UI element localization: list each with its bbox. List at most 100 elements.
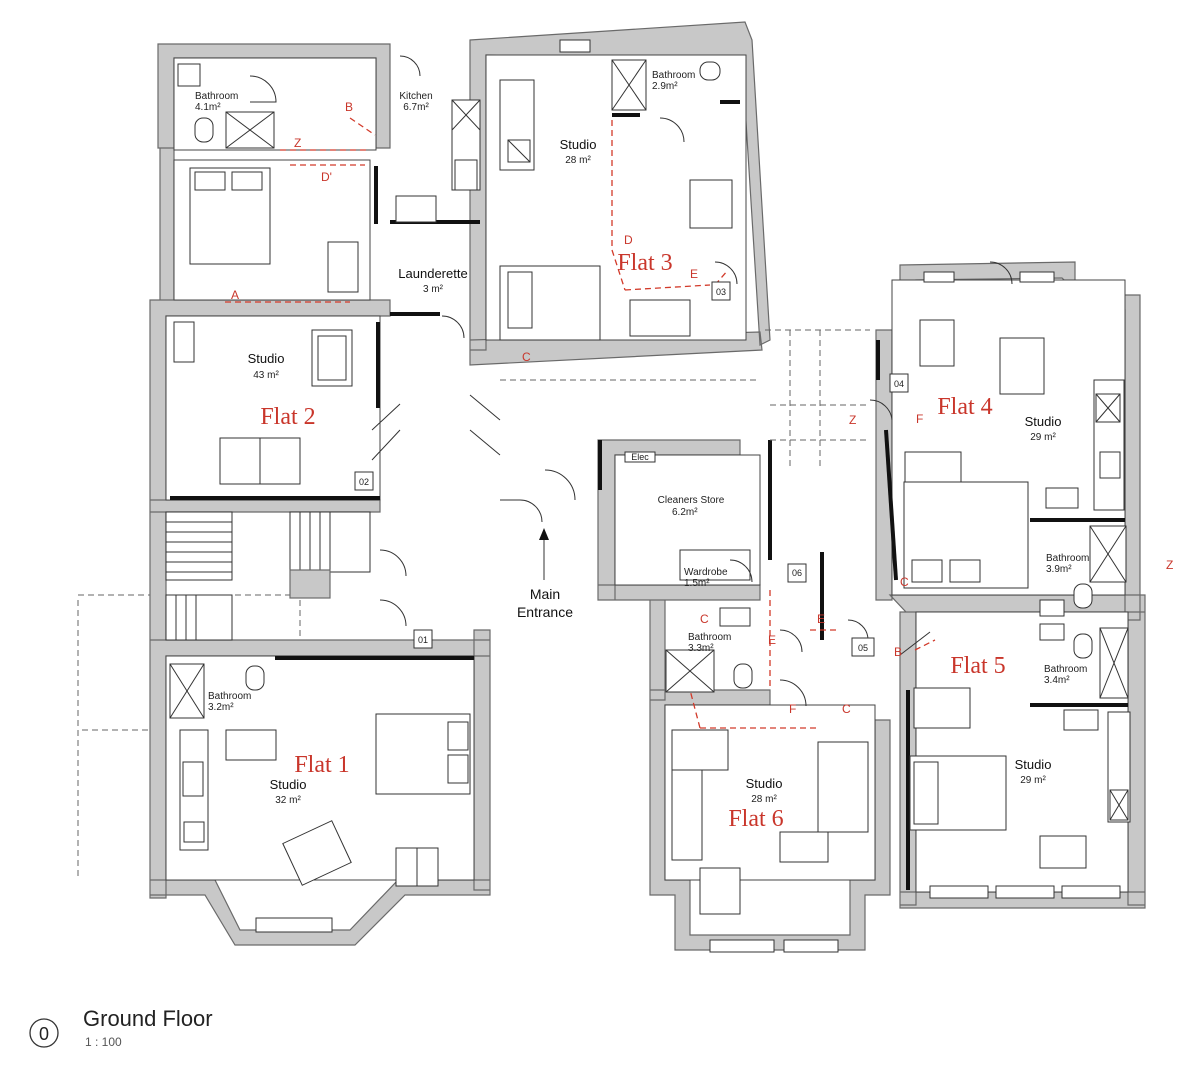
flat5-armchair — [913, 687, 971, 729]
flat5-door-number: 05 — [858, 643, 868, 653]
flat4-bath-area: 3.9m² — [1046, 564, 1072, 575]
cleaners-store-name: Cleaners Store — [658, 495, 725, 506]
elec-tag: Elec — [631, 452, 649, 462]
kitchen-hob — [454, 159, 478, 191]
flat2-side-unit — [173, 321, 195, 363]
flat6-toilet — [733, 663, 753, 689]
level-number: 0 — [39, 1024, 49, 1044]
flat2-toilet — [194, 117, 214, 143]
flat6-studio-area: 28 m² — [751, 794, 777, 805]
flat2-door-number: 02 — [359, 477, 369, 487]
flat3-toilet — [699, 61, 721, 81]
drawing-title: Ground Floor — [83, 1006, 213, 1031]
flat4-window-right — [1019, 271, 1055, 283]
flat6-armchair — [699, 867, 741, 915]
section-marker-c-flat3: C — [522, 350, 531, 364]
entrance-arrow — [539, 528, 549, 580]
kitchen-sink — [395, 195, 437, 223]
cleaners-store-area: 6.2m² — [672, 507, 698, 518]
flat1-bath-name: Bathroom — [208, 691, 251, 702]
flat6-kitchen-top — [671, 729, 729, 771]
section-marker-c-wardrobe: C — [700, 612, 709, 626]
flat6-table — [779, 831, 829, 863]
wardrobe-name: Wardrobe — [684, 567, 728, 578]
flat1-studio-area: 32 m² — [275, 795, 301, 806]
flat5-studio-name: Studio — [1015, 757, 1052, 772]
flat4-studio-name: Studio — [1025, 414, 1062, 429]
flat6-window-left — [709, 939, 775, 953]
flat2-studio-name: Studio — [248, 351, 285, 366]
flat5-toilet — [1073, 633, 1093, 659]
flat4-sink — [1045, 487, 1079, 509]
flat4-label: Flat 4 — [937, 394, 992, 420]
flat1-label: Flat 1 — [294, 752, 349, 778]
flat4-door-number: 04 — [894, 379, 904, 389]
flat2-label: Flat 2 — [260, 404, 315, 430]
labels: Bathroom 4.1m² Studio 43 m² Flat 2 02 Ki… — [29, 70, 1173, 1049]
flat5-table — [1039, 835, 1087, 869]
flat2-basin — [177, 63, 201, 87]
level-circle — [29, 1018, 59, 1048]
flat1-door-number: 01 — [418, 635, 428, 645]
flat3-studio-name: Studio — [560, 137, 597, 152]
door-swings — [249, 55, 1013, 707]
flat5-window-right — [1061, 885, 1121, 899]
flat3-bath-name: Bathroom — [652, 70, 695, 81]
flat6-door-number: 06 — [792, 568, 802, 578]
flat4-basin — [1039, 599, 1065, 617]
partitions — [170, 100, 1128, 890]
flat1-armchair — [282, 820, 352, 886]
flat6-bath-name: Bathroom — [688, 632, 731, 643]
flat6-studio-name: Studio — [746, 776, 783, 791]
staircase — [165, 511, 371, 641]
flat3-door-number: 03 — [716, 287, 726, 297]
flat4-armchair — [999, 337, 1045, 395]
section-marker-b-flat5: B — [894, 645, 902, 659]
flat5-studio-room — [915, 611, 1129, 893]
flat5-bath-name: Bathroom — [1044, 664, 1087, 675]
section-marker-d: D — [624, 233, 633, 247]
elec-cupboard — [624, 451, 656, 463]
flat1-studio-name: Studio — [270, 777, 307, 792]
door-number-boxes — [354, 281, 909, 657]
flat5-window-left — [929, 885, 989, 899]
furniture — [169, 39, 1131, 953]
section-marker-c-flat6: C — [842, 702, 851, 716]
flat2-studio-area: 43 m² — [253, 370, 279, 381]
flat5-window-mid — [995, 885, 1055, 899]
flat1-bay-window — [255, 917, 333, 933]
flat5-label: Flat 5 — [950, 653, 1005, 679]
flat4-studio-area: 29 m² — [1030, 432, 1056, 443]
main-entrance-line1: Main — [530, 586, 560, 602]
flat2-bath-name: Bathroom — [195, 91, 238, 102]
section-marker-e-flat3: E — [690, 267, 698, 281]
kitchen-name: Kitchen — [399, 91, 432, 102]
flat5-sink — [1063, 709, 1099, 731]
flat4-window-left — [923, 271, 955, 283]
section-marker-b-kitchen: B — [345, 100, 353, 114]
flat2-bath-area: 4.1m² — [195, 102, 221, 113]
flat3-bath-area: 2.9m² — [652, 81, 678, 92]
launderette-name: Launderette — [398, 266, 467, 281]
section-marker-z-flat2: Z — [294, 136, 301, 150]
section-marker-e-bath: E — [768, 633, 776, 647]
flat6-label: Flat 6 — [728, 806, 783, 832]
section-marker-c-flat4: C — [900, 575, 909, 589]
flat1-toilet — [245, 665, 265, 691]
wardrobe-area: 1.5m² — [684, 578, 710, 589]
flat5-basin — [1039, 623, 1065, 641]
flat5-studio-area: 29 m² — [1020, 775, 1046, 786]
flat4-toilet — [1073, 583, 1093, 609]
flat1-bath-area: 3.2m² — [208, 702, 234, 713]
wardrobe-unit — [679, 549, 751, 581]
flat4-side-unit — [904, 451, 962, 483]
section-marker-d-prime: D' — [321, 170, 332, 184]
section-marker-f-flat6: F — [789, 702, 796, 716]
section-marker-e-corridor: E — [817, 612, 825, 626]
flat6-kitchen-side — [671, 769, 703, 861]
flat6-bed — [817, 741, 869, 833]
section-marker-a: A — [231, 288, 239, 302]
flat3-window — [559, 39, 591, 53]
section-lines — [225, 117, 936, 729]
